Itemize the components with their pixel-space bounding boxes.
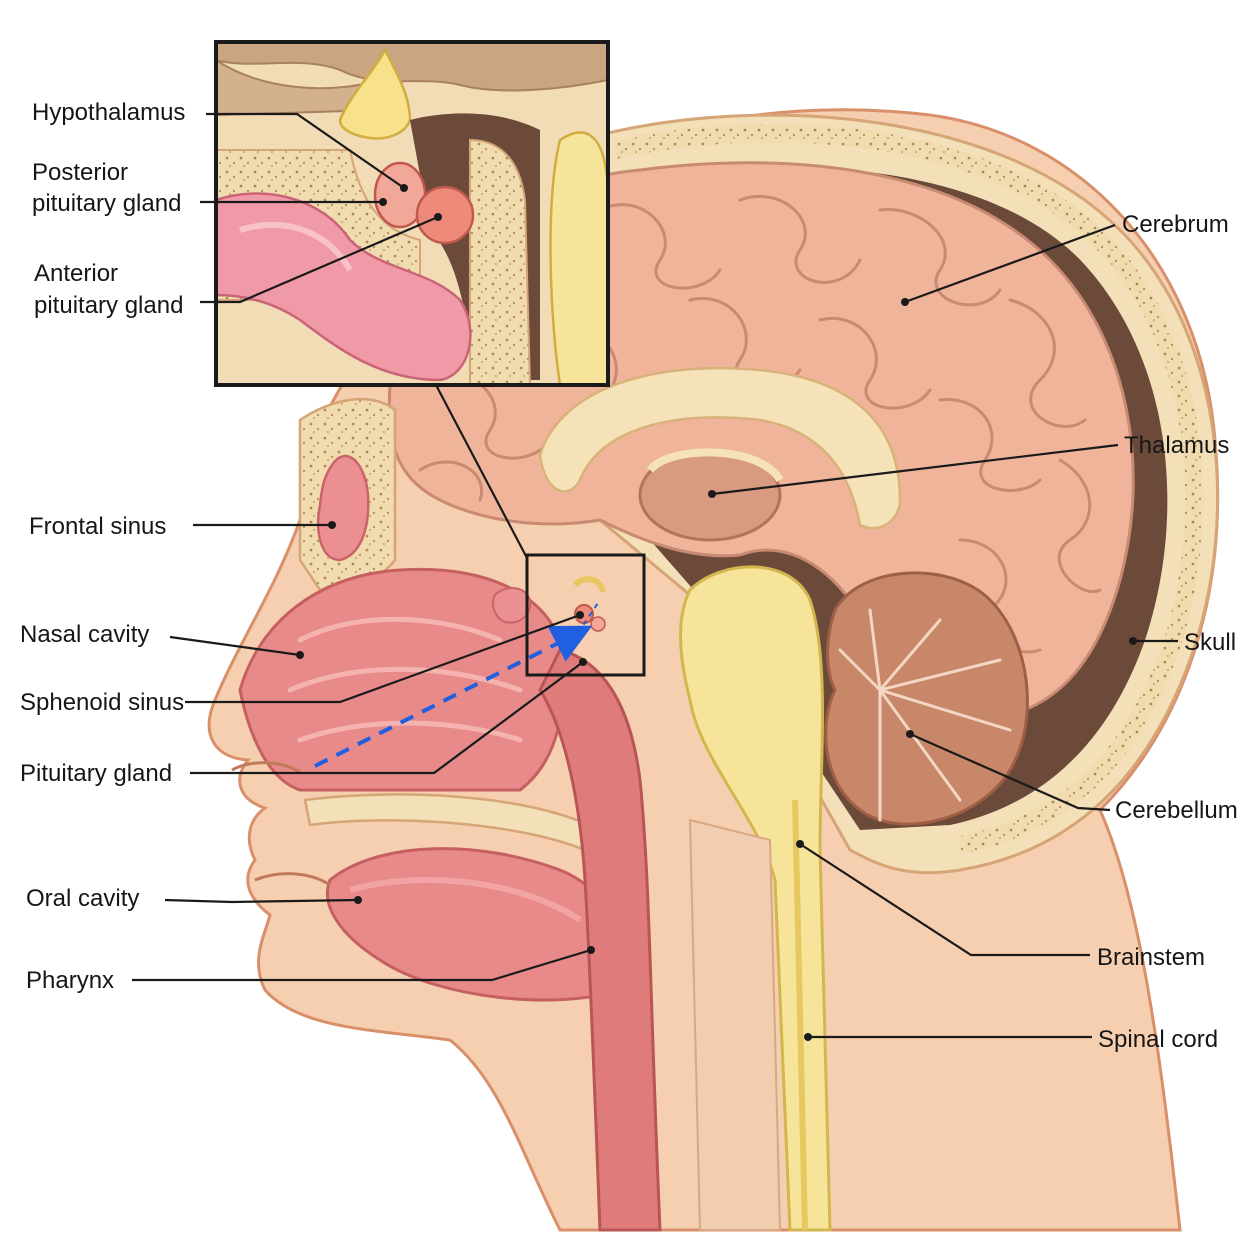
- leader-lines: [132, 112, 1178, 1041]
- label-pituitary-gland: Pituitary gland: [20, 760, 172, 787]
- label-cerebrum: Cerebrum: [1122, 211, 1229, 238]
- sphenoid-sinus: [492, 587, 532, 624]
- labels: Hypothalamus Posterior pituitary gland A…: [20, 99, 1238, 1053]
- label-cerebellum: Cerebellum: [1115, 797, 1238, 824]
- vertebrae: [688, 818, 782, 1231]
- label-hypothalamus: Hypothalamus: [32, 99, 185, 126]
- corpus-callosum: [538, 366, 902, 530]
- label-skull: Skull: [1184, 629, 1236, 656]
- label-brainstem: Brainstem: [1097, 944, 1205, 971]
- label-frontal-sinus: Frontal sinus: [29, 513, 166, 540]
- label-oral-cavity: Oral cavity: [26, 885, 139, 912]
- inset-magnified-view: [214, 40, 610, 387]
- inset-frame: [214, 40, 610, 387]
- frontal-sinus: [316, 454, 370, 562]
- inset-anterior-pituitary: [415, 185, 475, 245]
- lips: [254, 872, 331, 887]
- label-anterior-line2: pituitary gland: [34, 292, 183, 319]
- approach-arrow: [314, 625, 593, 768]
- pharynx: [538, 648, 662, 1232]
- spinal-cord: [792, 799, 808, 1231]
- label-anterior-line1: Anterior: [34, 260, 118, 287]
- nostril: [231, 761, 301, 774]
- brainstem: [679, 565, 832, 1232]
- cerebellum: [824, 571, 1029, 826]
- label-spinal-cord: Spinal cord: [1098, 1026, 1218, 1053]
- label-nasal-cavity: Nasal cavity: [20, 621, 149, 648]
- inset-hypothalamus: [338, 47, 412, 140]
- label-sphenoid-sinus: Sphenoid sinus: [20, 689, 184, 716]
- label-pharynx: Pharynx: [26, 967, 114, 994]
- label-posterior-line2: pituitary gland: [32, 190, 181, 217]
- zoom-box: [525, 553, 646, 677]
- label-posterior-line1: Posterior: [32, 159, 128, 186]
- label-thalamus: Thalamus: [1124, 432, 1229, 459]
- inset-sphenoid-sinus: [216, 192, 472, 382]
